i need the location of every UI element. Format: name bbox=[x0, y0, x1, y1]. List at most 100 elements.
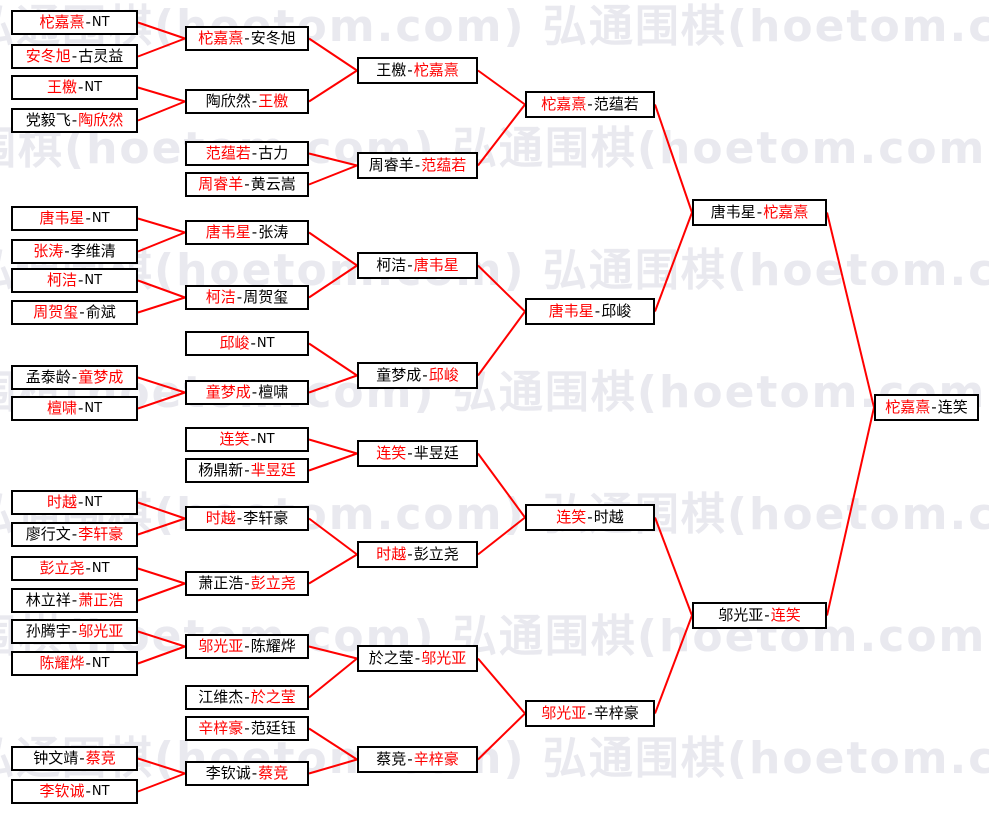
match-box-r2-2[interactable]: 陶欣然-王檄 bbox=[185, 89, 309, 114]
connector-r1-17-to-r2-16 bbox=[137, 757, 186, 775]
match-box-r4-4[interactable]: 邬光亚-辛梓豪 bbox=[525, 700, 655, 727]
match-box-r3-4[interactable]: 童梦成-邱峻 bbox=[357, 362, 478, 389]
connector-r2-16-to-r3-8 bbox=[308, 758, 358, 775]
connector-r1-4-to-r2-2 bbox=[137, 100, 186, 122]
connector-r2-5-to-r3-3 bbox=[308, 231, 358, 267]
player-right: 时越 bbox=[593, 508, 624, 526]
connector-r3-1-to-r4-1 bbox=[477, 69, 526, 106]
player-right: 童梦成 bbox=[78, 368, 124, 386]
match-box-r2-16[interactable]: 李钦诚-蔡竞 bbox=[185, 761, 309, 786]
connector-r1-8-to-r2-6 bbox=[137, 296, 186, 314]
match-box-r3-5[interactable]: 连笑-芈昱廷 bbox=[357, 440, 478, 467]
match-box-r2-3[interactable]: 范蕴若-古力 bbox=[185, 141, 309, 166]
match-box-r1-3[interactable]: 王檄-NT bbox=[11, 75, 138, 100]
connector-r3-2-to-r4-1 bbox=[477, 103, 526, 167]
player-left: 陈耀烨 bbox=[39, 654, 85, 672]
match-box-r5-2[interactable]: 邬光亚-连笑 bbox=[692, 602, 827, 629]
player-left: 唐韦星 bbox=[548, 302, 594, 320]
match-box-r5-1[interactable]: 唐韦星-柁嘉熹 bbox=[692, 199, 827, 226]
match-box-r2-14[interactable]: 江维杰-於之莹 bbox=[185, 685, 309, 710]
separator-dash: - bbox=[594, 302, 601, 320]
connector-r2-10-to-r3-5 bbox=[308, 452, 358, 472]
match-box-r2-11[interactable]: 时越-李轩豪 bbox=[185, 506, 309, 531]
separator-dash: - bbox=[244, 461, 250, 479]
match-box-r1-15[interactable]: 孙腾宇-邬光亚 bbox=[11, 619, 138, 644]
match-box-r1-7[interactable]: 柯洁-NT bbox=[11, 268, 138, 293]
player-right: 连笑 bbox=[937, 398, 968, 416]
separator-dash: - bbox=[407, 444, 413, 462]
match-box-r1-13[interactable]: 彭立尧-NT bbox=[11, 556, 138, 581]
match-box-r2-5[interactable]: 唐韦星-张涛 bbox=[185, 220, 309, 245]
player-left: 孟泰龄 bbox=[25, 368, 71, 386]
player-right: 李轩豪 bbox=[78, 525, 124, 543]
player-left: 柁嘉熹 bbox=[885, 398, 931, 416]
match-box-r1-17[interactable]: 钟文靖-蔡竞 bbox=[11, 746, 138, 771]
connector-r2-3-to-r3-2 bbox=[308, 152, 358, 167]
connector-r1-18-to-r2-16 bbox=[137, 772, 186, 793]
separator-dash: - bbox=[251, 92, 258, 110]
player-right: 柁嘉熹 bbox=[413, 61, 459, 79]
player-right: 范蕴若 bbox=[593, 95, 639, 113]
watermark-text: 弘通围棋(hoetom.com) 弘通围棋(hoetom.com) 弘通围棋(h… bbox=[0, 1, 989, 52]
player-right: 李维清 bbox=[70, 242, 116, 260]
match-box-r3-7[interactable]: 於之莹-邬光亚 bbox=[357, 645, 478, 672]
connector-r2-8-to-r3-4 bbox=[308, 374, 358, 394]
separator-dash: - bbox=[251, 383, 258, 401]
watermark-text: 弘通围棋(hoetom.com) 弘通围棋(hoetom.com) 弘通围棋(h… bbox=[0, 367, 989, 418]
player-right: 芈昱廷 bbox=[250, 461, 296, 479]
match-box-r2-6[interactable]: 柯洁-周贺玺 bbox=[185, 285, 309, 310]
match-box-r2-4[interactable]: 周睿羊-黄云嵩 bbox=[185, 172, 309, 197]
match-box-r4-3[interactable]: 连笑-时越 bbox=[525, 504, 655, 531]
player-right: 萧正浩 bbox=[78, 591, 124, 609]
match-box-r3-6[interactable]: 时越-彭立尧 bbox=[357, 541, 478, 568]
match-box-r3-2[interactable]: 周睿羊-范蕴若 bbox=[357, 152, 478, 179]
match-box-r1-18[interactable]: 李钦诚-NT bbox=[11, 779, 138, 804]
match-box-r2-13[interactable]: 邬光亚-陈耀烨 bbox=[185, 634, 309, 659]
match-box-r2-15[interactable]: 辛梓豪-范廷钰 bbox=[185, 716, 309, 741]
match-box-r1-4[interactable]: 党毅飞-陶欣然 bbox=[11, 108, 138, 133]
separator-dash: - bbox=[422, 366, 428, 384]
separator-dash: - bbox=[756, 203, 763, 221]
match-box-r1-5[interactable]: 唐韦星-NT bbox=[11, 206, 138, 231]
separator-dash: - bbox=[251, 223, 258, 241]
match-box-r3-1[interactable]: 王檄-柁嘉熹 bbox=[357, 57, 478, 84]
player-right: 连笑 bbox=[770, 606, 801, 624]
match-box-r2-12[interactable]: 萧正浩-彭立尧 bbox=[185, 571, 309, 596]
player-right: NT bbox=[91, 15, 110, 30]
match-box-r3-8[interactable]: 蔡竞-辛梓豪 bbox=[357, 746, 478, 773]
match-box-r1-11[interactable]: 时越-NT bbox=[11, 490, 138, 515]
match-box-r1-6[interactable]: 张涛-李维清 bbox=[11, 239, 138, 264]
match-box-r2-1[interactable]: 柁嘉熹-安冬旭 bbox=[185, 26, 309, 51]
player-right: 辛梓豪 bbox=[593, 704, 639, 722]
match-box-r1-14[interactable]: 林立祥-萧正浩 bbox=[11, 588, 138, 613]
match-box-r2-10[interactable]: 杨鼎新-芈昱廷 bbox=[185, 458, 309, 483]
separator-dash: - bbox=[236, 288, 243, 306]
connector-r1-5-to-r2-5 bbox=[137, 217, 186, 234]
separator-dash: - bbox=[64, 242, 70, 260]
match-box-r1-12[interactable]: 廖行文-李轩豪 bbox=[11, 522, 138, 547]
match-box-r1-9[interactable]: 孟泰龄-童梦成 bbox=[11, 365, 138, 390]
match-box-r1-1[interactable]: 柁嘉熹-NT bbox=[11, 10, 138, 35]
match-box-r2-9[interactable]: 连笑-NT bbox=[185, 427, 309, 452]
player-left: 时越 bbox=[46, 493, 77, 511]
match-box-r2-7[interactable]: 邱峻-NT bbox=[185, 331, 309, 356]
player-right: NT bbox=[84, 80, 103, 95]
match-box-r1-16[interactable]: 陈耀烨-NT bbox=[11, 651, 138, 676]
match-box-r3-3[interactable]: 柯洁-唐韦星 bbox=[357, 252, 478, 279]
match-box-r2-8[interactable]: 童梦成-檀啸 bbox=[185, 380, 309, 405]
player-left: 萧正浩 bbox=[198, 574, 244, 592]
match-box-r4-1[interactable]: 柁嘉熹-范蕴若 bbox=[525, 91, 655, 118]
player-right: 周贺玺 bbox=[243, 288, 289, 306]
watermark-text: 弘通围棋(hoetom.com) 弘通围棋(hoetom.com) 弘通围棋(h… bbox=[0, 733, 989, 784]
match-box-r1-2[interactable]: 安冬旭-古灵益 bbox=[11, 44, 138, 69]
player-left: 柯洁 bbox=[205, 288, 236, 306]
match-box-r1-8[interactable]: 周贺玺-俞斌 bbox=[11, 300, 138, 325]
player-left: 党毅飞 bbox=[25, 111, 71, 129]
separator-dash: - bbox=[236, 509, 243, 527]
player-right: 古力 bbox=[258, 144, 289, 162]
match-box-r1-10[interactable]: 檀啸-NT bbox=[11, 396, 138, 421]
match-box-r4-2[interactable]: 唐韦星-邱峻 bbox=[525, 298, 655, 325]
match-box-f-1[interactable]: 柁嘉熹-连笑 bbox=[874, 394, 979, 421]
player-right: 彭立尧 bbox=[250, 574, 296, 592]
